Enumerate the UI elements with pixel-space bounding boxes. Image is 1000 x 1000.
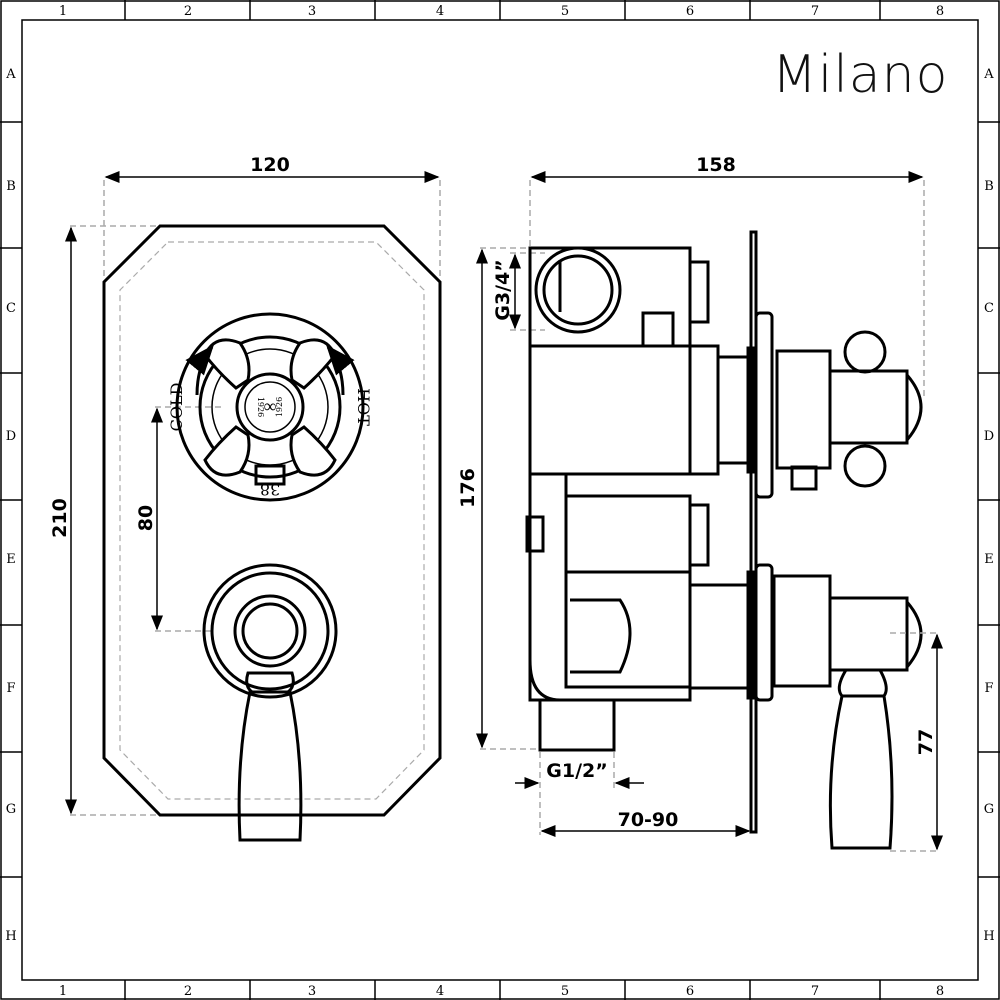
overall-depth-label: 158 — [696, 154, 736, 176]
faceplate-bevel — [119, 241, 425, 800]
inlet-label: G1/2” — [546, 760, 607, 782]
faceplate-outline — [102, 224, 442, 817]
row-label: C — [6, 301, 16, 316]
height-label: 210 — [49, 498, 71, 538]
knot-icon: ∞ — [264, 396, 277, 416]
col-label: 1 — [59, 984, 67, 999]
col-label: 2 — [184, 984, 192, 999]
row-label: F — [6, 681, 15, 696]
col-label: 5 — [561, 4, 569, 19]
row-label: C — [984, 301, 994, 316]
col-label: 6 — [686, 4, 694, 19]
col-label: 8 — [936, 984, 944, 999]
front-view: 120 210 80 COLD HOT 1926 — [49, 154, 442, 842]
cold-label: COLD — [167, 383, 186, 432]
col-label: 5 — [561, 984, 569, 999]
inlet-pipe — [538, 698, 616, 752]
col-label: 4 — [436, 4, 444, 19]
row-label: A — [983, 67, 994, 82]
row-label: E — [6, 552, 16, 567]
row-label: D — [984, 429, 994, 444]
body-height-label: 176 — [457, 468, 479, 508]
wall-plate — [749, 230, 758, 834]
col-label: 7 — [811, 984, 819, 999]
row-label: B — [6, 179, 16, 194]
row-label: A — [5, 67, 16, 82]
thermostatic-cross-handle: COLD HOT 1926 1926 38 ∞ — [167, 312, 373, 502]
row-label: B — [984, 179, 994, 194]
outlet-label: G3/4” — [492, 259, 514, 320]
year-label: 1926 — [256, 397, 265, 417]
col-label: 6 — [686, 984, 694, 999]
valve-body-middle — [528, 344, 692, 476]
cold-arrow-icon — [185, 344, 214, 396]
year-label: 1926 — [275, 397, 284, 417]
col-label: 4 — [436, 984, 444, 999]
col-label: 8 — [936, 4, 944, 19]
diverter-lever-handle — [202, 563, 338, 842]
col-label: 3 — [308, 4, 316, 19]
col-label: 2 — [184, 4, 192, 19]
hot-label: HOT — [354, 388, 373, 426]
col-label: 7 — [811, 4, 819, 19]
row-label: F — [984, 681, 993, 696]
row-label: E — [984, 552, 994, 567]
col-label: 1 — [59, 4, 67, 19]
row-label: H — [983, 929, 994, 944]
handle-spacing-label: 80 — [135, 505, 157, 531]
row-label: H — [5, 929, 16, 944]
lever-label: 77 — [915, 729, 937, 755]
side-view: 158 176 G3/4” — [457, 154, 943, 852]
row-label: G — [6, 802, 16, 817]
row-label: D — [6, 429, 16, 444]
hot-arrow-icon — [326, 344, 355, 396]
width-label: 120 — [250, 154, 290, 176]
temperature-label: 38 — [260, 480, 280, 499]
valve-body-bottom — [564, 570, 692, 689]
brand-logo: Milano — [772, 45, 948, 105]
row-label: G — [984, 802, 994, 817]
wall-depth-label: 70-90 — [618, 809, 679, 831]
col-label: 3 — [308, 984, 316, 999]
